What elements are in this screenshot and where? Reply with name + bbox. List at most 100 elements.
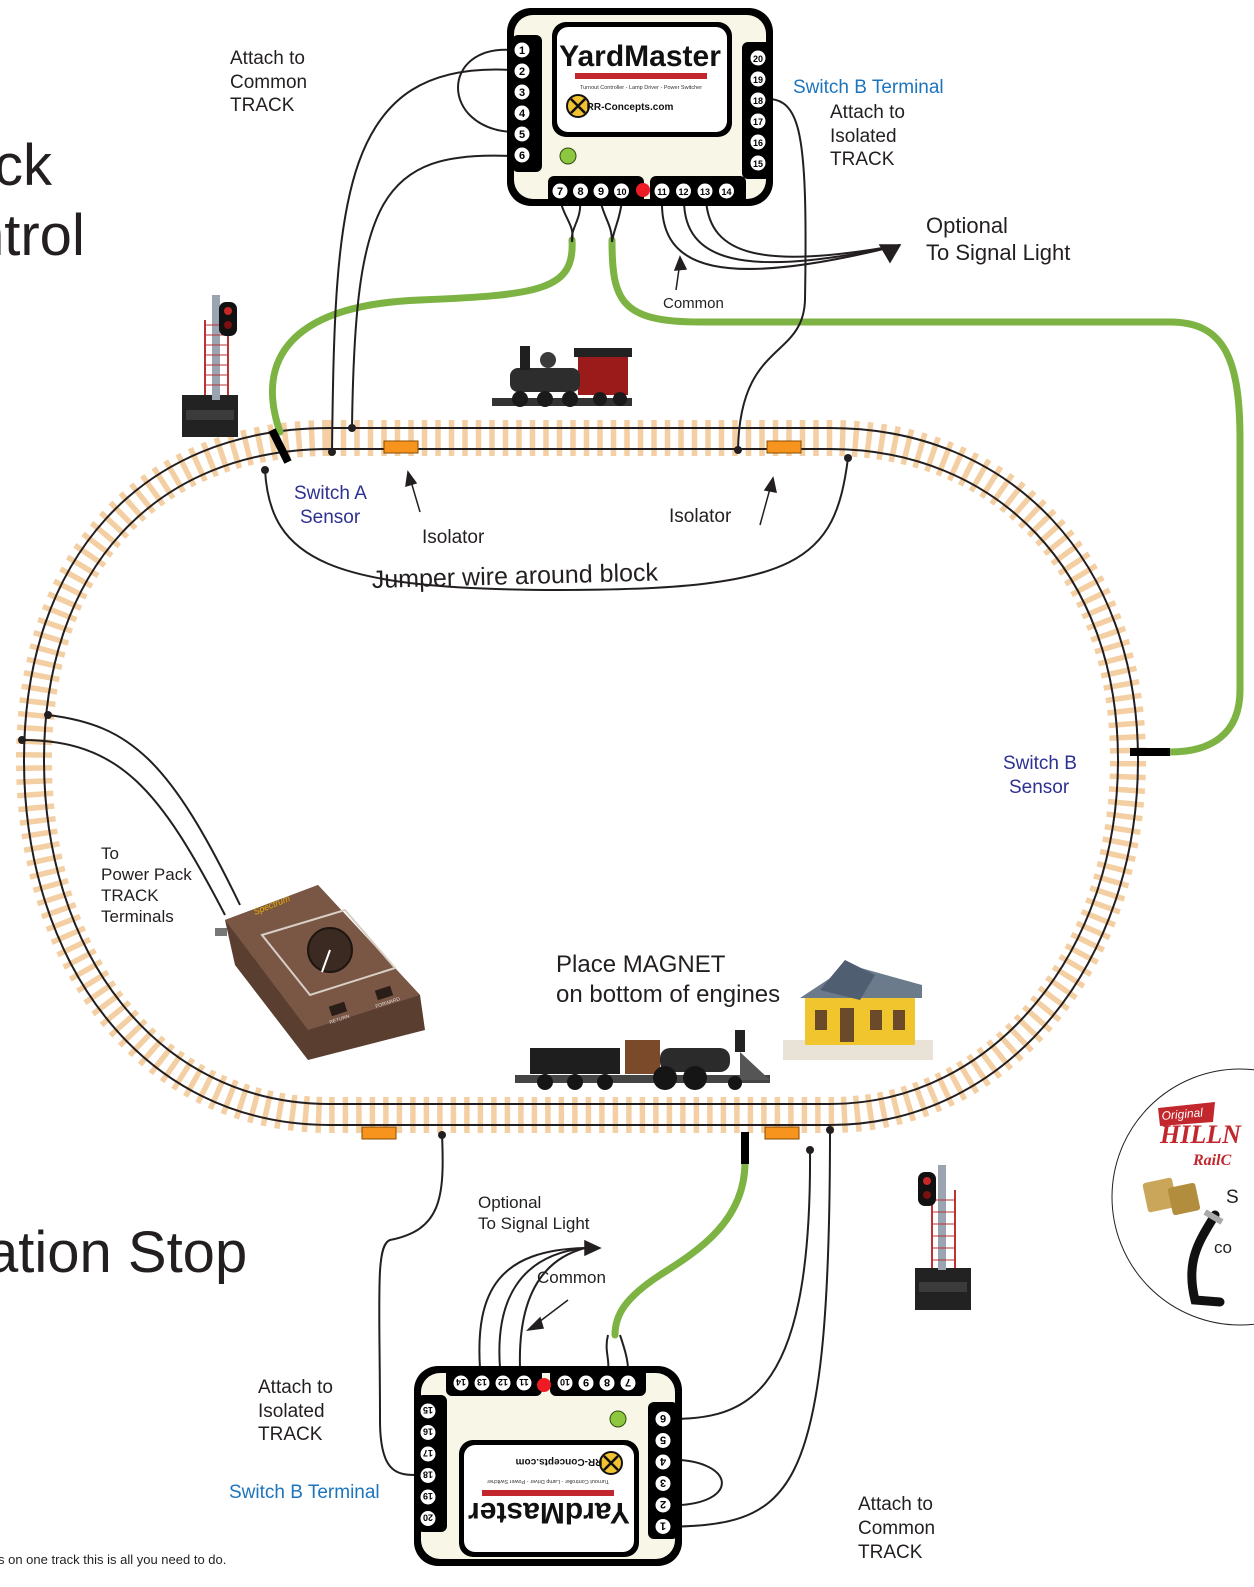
track-tie: [1076, 587, 1111, 609]
pin-terminal: [578, 1375, 594, 1391]
track-tie: [45, 913, 82, 933]
isolator-bottom-left: [361, 1126, 397, 1140]
track-tie: [16, 777, 53, 785]
pin-number: 7: [557, 186, 563, 198]
website-bottom: RR-Concepts.com: [516, 1456, 603, 1467]
pin-number: 8: [577, 186, 583, 198]
pin-number: 9: [598, 186, 604, 198]
pin-number: 5: [660, 1434, 666, 1446]
pin-terminal: [599, 1375, 615, 1391]
power-pack: Spectrum RETURN FORWARD: [215, 885, 425, 1060]
pin-number: 4: [519, 108, 526, 120]
hillman-inset: Original HILLN RailC S co: [1111, 1068, 1254, 1326]
brand-top: YardMaster: [559, 40, 721, 73]
track-tie: [1064, 563, 1098, 587]
pin-terminal: [614, 183, 629, 199]
track-tie: [1085, 897, 1121, 915]
label-attach-common-top: Attach to Common TRACK: [230, 48, 307, 116]
track-tie: [1103, 678, 1140, 691]
track-tie: [1070, 931, 1106, 953]
pin-terminal: [420, 1489, 436, 1505]
pin-number: 2: [660, 1498, 666, 1510]
svg-text:To: To: [101, 844, 119, 863]
label-common-bottom: Common: [537, 1268, 606, 1287]
pin-terminal: [620, 1375, 636, 1391]
track-tie: [1109, 733, 1146, 741]
svg-text:Place MAGNET: Place MAGNET: [556, 951, 726, 978]
track-tie: [1097, 652, 1134, 667]
track-tie: [37, 616, 74, 634]
pin-terminal: [697, 183, 713, 199]
track-tie: [29, 643, 66, 658]
inset-fragment-2: co: [1214, 1238, 1232, 1257]
track-tie: [26, 656, 63, 670]
pin-number: 6: [660, 1412, 666, 1424]
footnote: s on one track this is all you need to d…: [0, 1552, 226, 1567]
track-tie: [1109, 773, 1146, 781]
svg-text:Switch B: Switch B: [1003, 753, 1077, 774]
black-wires: [21, 48, 901, 1528]
pin-terminal: [655, 1497, 671, 1513]
track-tie: [1099, 848, 1136, 862]
pin-terminal: [750, 50, 766, 66]
track-tie: [16, 765, 53, 772]
track-tie: [16, 724, 54, 733]
pin-number: 8: [604, 1376, 610, 1388]
svg-text:Optional: Optional: [926, 213, 1008, 238]
pin-terminal: [552, 183, 568, 199]
pin-terminal: [655, 1433, 671, 1448]
track-tie: [56, 936, 92, 958]
track-tie: [23, 670, 60, 683]
svg-text:Attach to: Attach to: [230, 48, 305, 69]
pin-number: 11: [519, 1377, 529, 1387]
track-tie: [1045, 975, 1078, 1001]
pin-terminal: [654, 183, 670, 199]
pin-number: 17: [423, 1448, 433, 1458]
svg-text:Common: Common: [858, 1518, 935, 1539]
isolator-top-right: [766, 440, 802, 454]
track-tie: [18, 803, 55, 813]
pin-number: 3: [660, 1477, 666, 1489]
track-tie: [36, 890, 73, 907]
inset-brand-small: Original: [1161, 1105, 1204, 1123]
pin-terminal: [453, 1375, 469, 1391]
track-tie: [21, 683, 58, 695]
track-tie: [32, 878, 69, 894]
track-tie: [1086, 612, 1122, 631]
svg-text:TRACK: TRACK: [230, 95, 295, 116]
inset-fragment-1: S: [1226, 1187, 1239, 1208]
svg-text:Sensor: Sensor: [300, 507, 361, 528]
track-tie: [26, 853, 63, 867]
heading-bottom: ation Stop: [0, 1220, 247, 1285]
led-red-bottom: [537, 1378, 551, 1392]
track-tie: [1108, 786, 1146, 795]
pin-terminal: [516, 1375, 532, 1391]
label-attach-common-bottom: Attach to Common TRACK: [858, 1494, 935, 1563]
track-tie: [19, 815, 56, 826]
pin-number: 16: [423, 1427, 433, 1437]
svg-text:on bottom of engines: on bottom of engines: [556, 981, 780, 1008]
label-power-pack: To Power Pack TRACK Terminals: [101, 844, 192, 926]
svg-text:TRACK: TRACK: [858, 1542, 923, 1563]
track-tie: [19, 697, 56, 708]
pin-number: 11: [657, 187, 667, 197]
track-tie: [851, 420, 860, 458]
label-switch-b-sensor: Switch B Sensor: [1003, 753, 1077, 798]
track-tie: [1050, 540, 1083, 566]
pin-terminal: [750, 155, 766, 171]
label-switch-b-terminal-bottom: Switch B Terminal: [229, 1482, 380, 1503]
track-tie: [287, 1094, 298, 1131]
heading-top-line-1: ck: [0, 133, 53, 198]
inset-brand-big: HILLN: [1159, 1120, 1242, 1149]
svg-text:Isolated: Isolated: [830, 126, 897, 147]
pin-terminal: [420, 1511, 436, 1526]
pin-number: 17: [753, 117, 763, 127]
pin-terminal: [750, 113, 766, 129]
svg-text:Attach to: Attach to: [858, 1494, 933, 1515]
pin-terminal: [655, 1519, 671, 1534]
track-tie: [1107, 706, 1144, 716]
track-tie: [852, 1095, 862, 1132]
track-tie: [21, 828, 58, 840]
pin-number: 10: [616, 187, 626, 197]
pin-number: 10: [560, 1377, 570, 1387]
